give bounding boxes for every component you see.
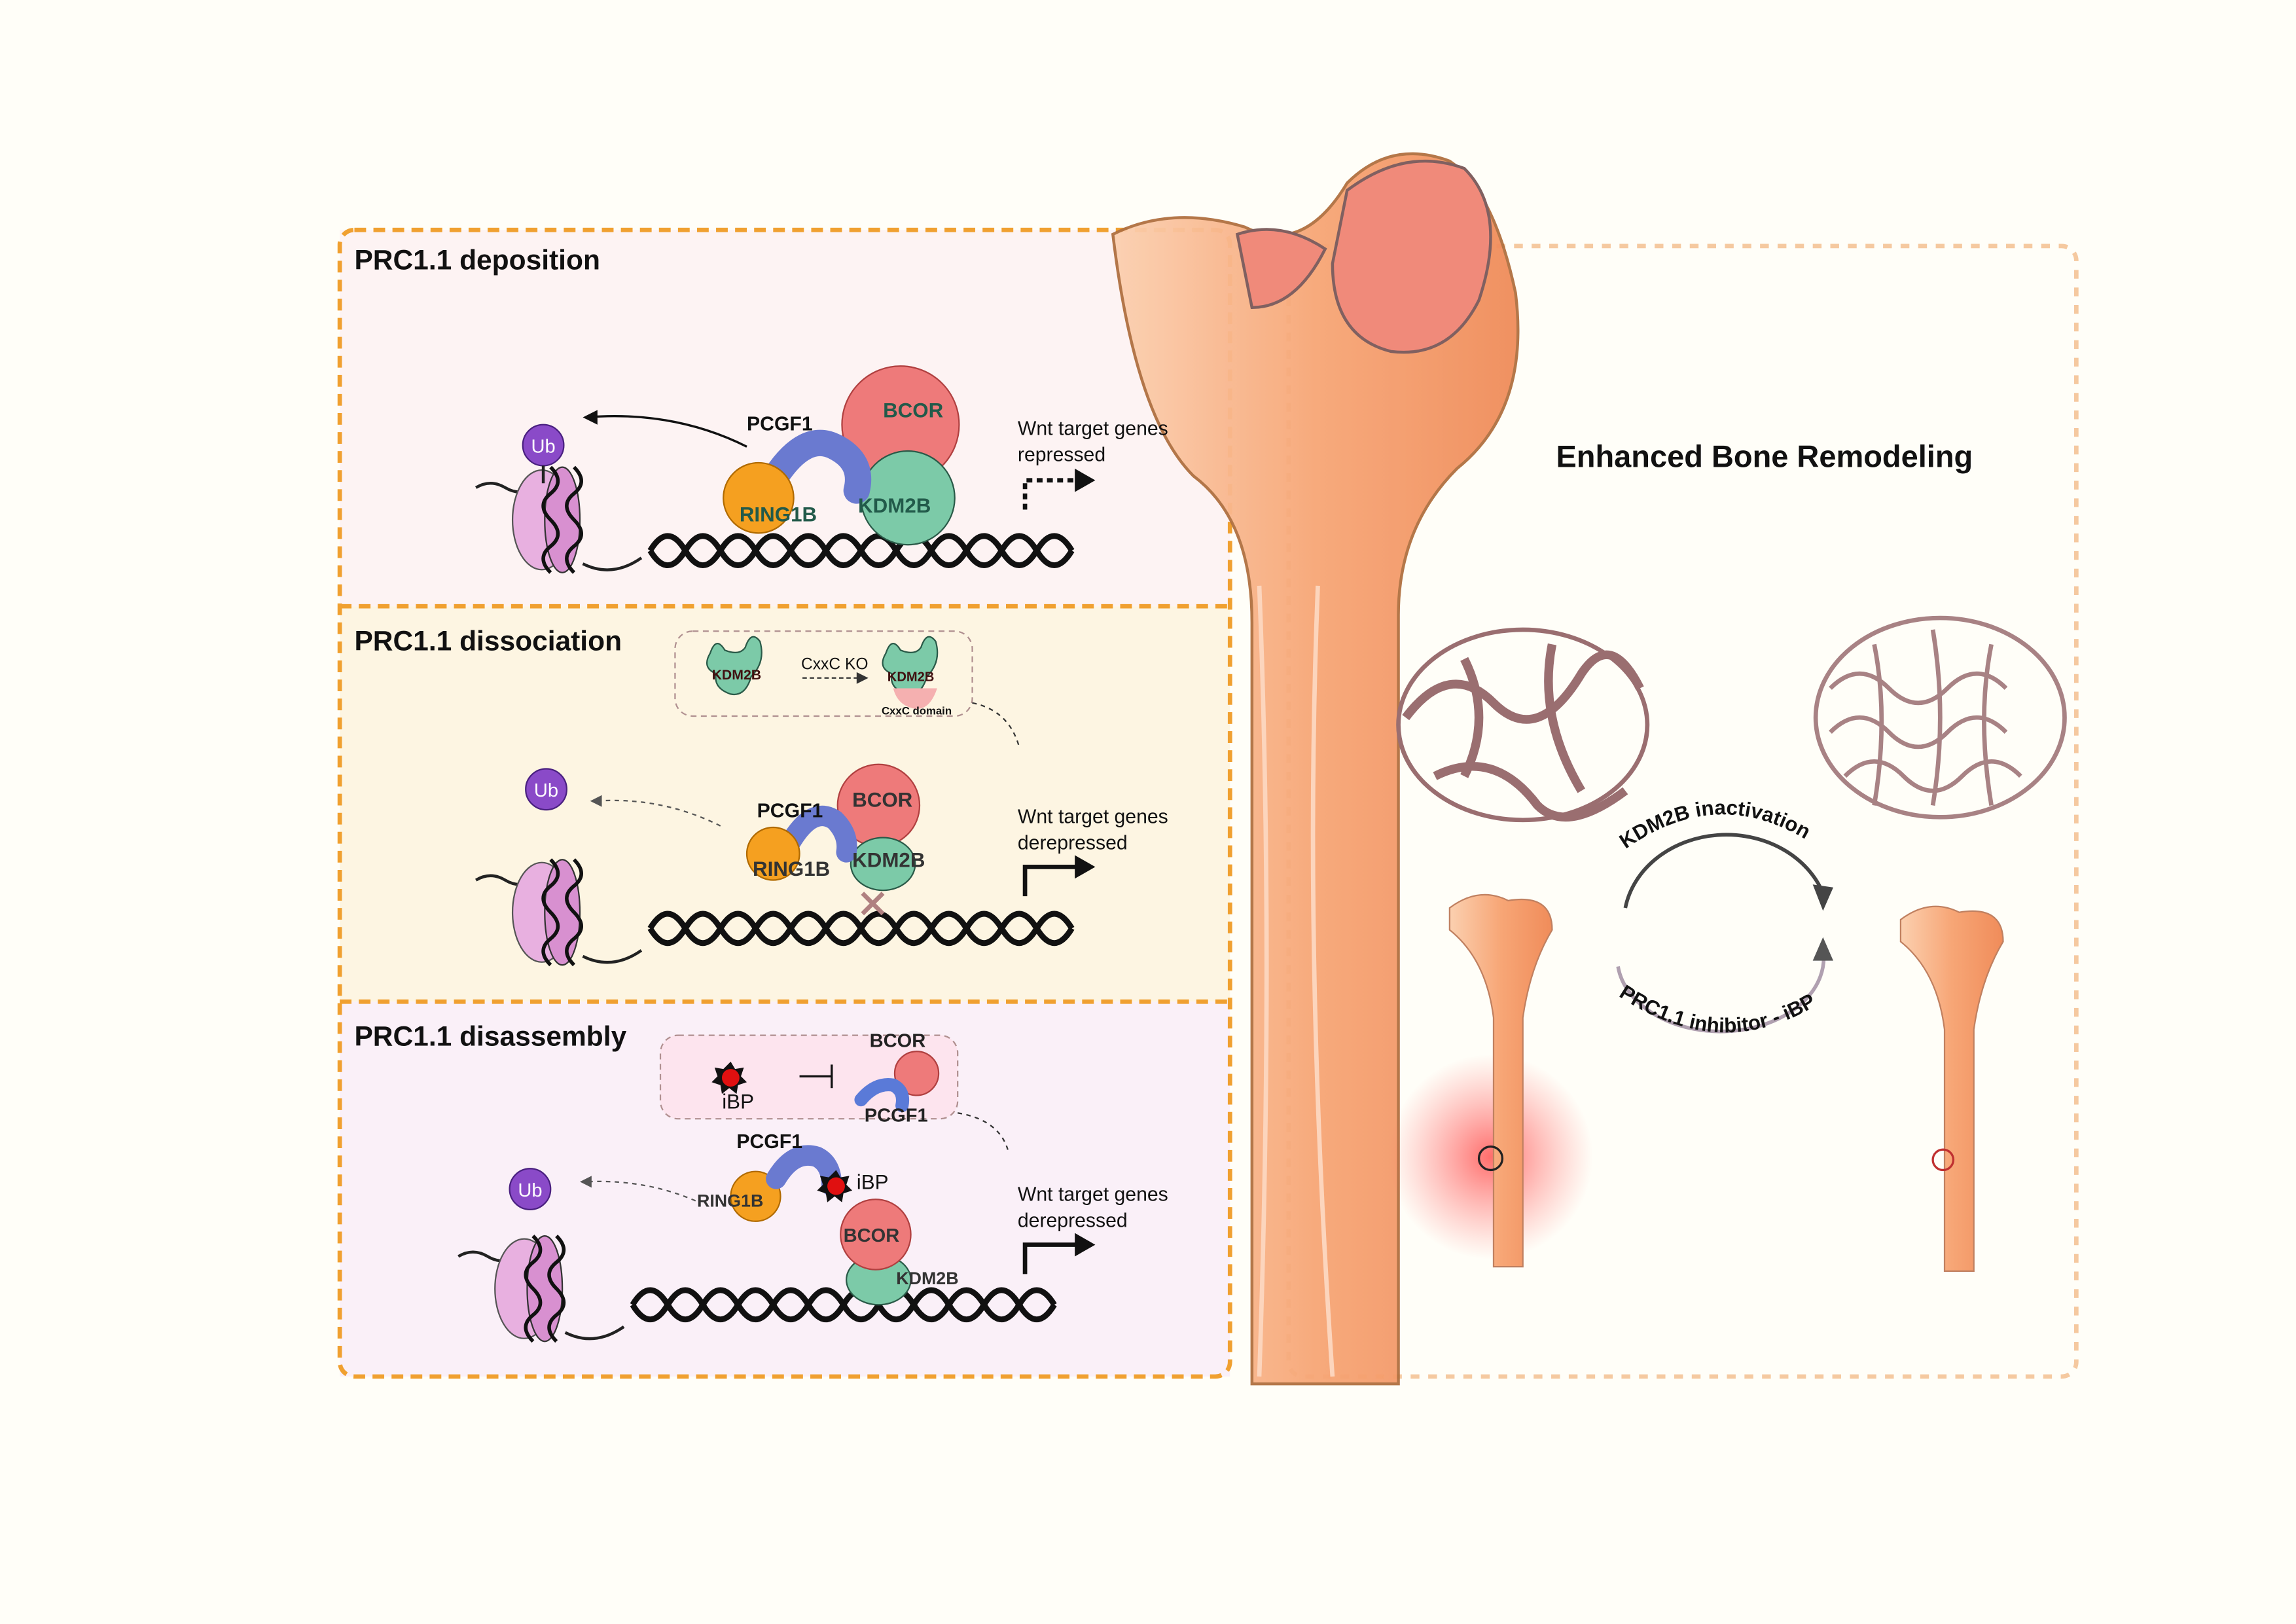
- wnt-label: Wnt target genes: [1018, 1183, 1168, 1205]
- kdm2b-label: KDM2B: [896, 1269, 958, 1288]
- kdm2b-label: KDM2B: [858, 494, 931, 517]
- arrow-icon: [1075, 855, 1096, 879]
- bcor-label: BCOR: [883, 399, 943, 422]
- femur-illustration: [1111, 152, 1520, 1386]
- pcgf1-protein: [762, 429, 872, 504]
- bcor-label: BCOR: [852, 789, 912, 812]
- pcgf1-label: PCGF1: [736, 1131, 802, 1153]
- ibp-label: iBP: [857, 1171, 889, 1194]
- panel-border: [337, 227, 1232, 1379]
- ibp-icon: [827, 1177, 845, 1195]
- ub-icon: [525, 768, 567, 811]
- state-label: derepressed: [1018, 833, 1128, 854]
- panel-disassembly: PRC1.1 disassembly iBP BCOR PCGF1 Ub PCG…: [354, 1021, 1168, 1341]
- inset-bcor-label: BCOR: [870, 1031, 926, 1052]
- arrow-icon: [1075, 468, 1096, 492]
- cycle-arrow-bottom: [1616, 948, 1826, 1034]
- inset-kdm2b-label: KDM2B: [712, 667, 762, 683]
- arrow-icon: [1075, 1233, 1096, 1257]
- ring1b-label: RING1B: [753, 857, 830, 880]
- kdm2b-label: KDM2B: [852, 848, 925, 871]
- panel-title: PRC1.1 disassembly: [354, 1021, 626, 1052]
- state-label: repressed: [1018, 444, 1105, 466]
- inset-box: [674, 630, 973, 717]
- ub-label: Ub: [534, 780, 558, 801]
- wnt-label: Wnt target genes: [1018, 806, 1168, 827]
- inhibit-icon: [799, 1064, 833, 1089]
- bcor-label: BCOR: [844, 1225, 900, 1246]
- small-bone-before: [1448, 893, 1553, 1268]
- small-bone-after: [1899, 905, 2004, 1272]
- state-label: derepressed: [1018, 1210, 1128, 1232]
- wnt-label: Wnt target genes: [1018, 418, 1168, 439]
- inset-pcgf1-label: PCGF1: [865, 1106, 928, 1127]
- ub-icon: [509, 1168, 552, 1211]
- panel-deposition: PRC1.1 deposition Ub PCGF1 BCOR RING1B K…: [354, 245, 1168, 573]
- inset-arrow-label: CxxC KO: [801, 655, 868, 673]
- panel-dissociation: PRC1.1 dissociation KDM2B CxxC KO KDM2B …: [354, 626, 1168, 965]
- ring1b-label: RING1B: [697, 1191, 763, 1210]
- blocked-x-icon: [861, 892, 885, 916]
- cxxc-domain-label: CxxC domain: [882, 705, 952, 717]
- ring1b-label: RING1B: [740, 503, 817, 526]
- ub-label: Ub: [531, 436, 555, 457]
- pcgf1-label: PCGF1: [757, 800, 823, 821]
- inset-ibp-label: iBP: [722, 1091, 754, 1113]
- right-title: Enhanced Bone Remodeling: [1556, 439, 1973, 474]
- ring1b-protein: [723, 461, 795, 534]
- trabecular-bone-after: [1813, 615, 2067, 820]
- pcgf1-label: PCGF1: [747, 414, 813, 435]
- inflammation-glow: [1388, 1054, 1594, 1259]
- ub-label: Ub: [518, 1180, 542, 1201]
- trabecular-bone-before: [1396, 627, 1650, 823]
- cycle-arrow-top: [1623, 833, 1825, 909]
- inset-kdm2b-label: KDM2B: [888, 670, 935, 684]
- ibp-icon: [721, 1069, 740, 1087]
- panel-title: PRC1.1 dissociation: [354, 626, 622, 657]
- right-panel: Enhanced Bone Remodeling KDM2B inactivat…: [1388, 439, 2067, 1272]
- panel-title: PRC1.1 deposition: [354, 245, 600, 276]
